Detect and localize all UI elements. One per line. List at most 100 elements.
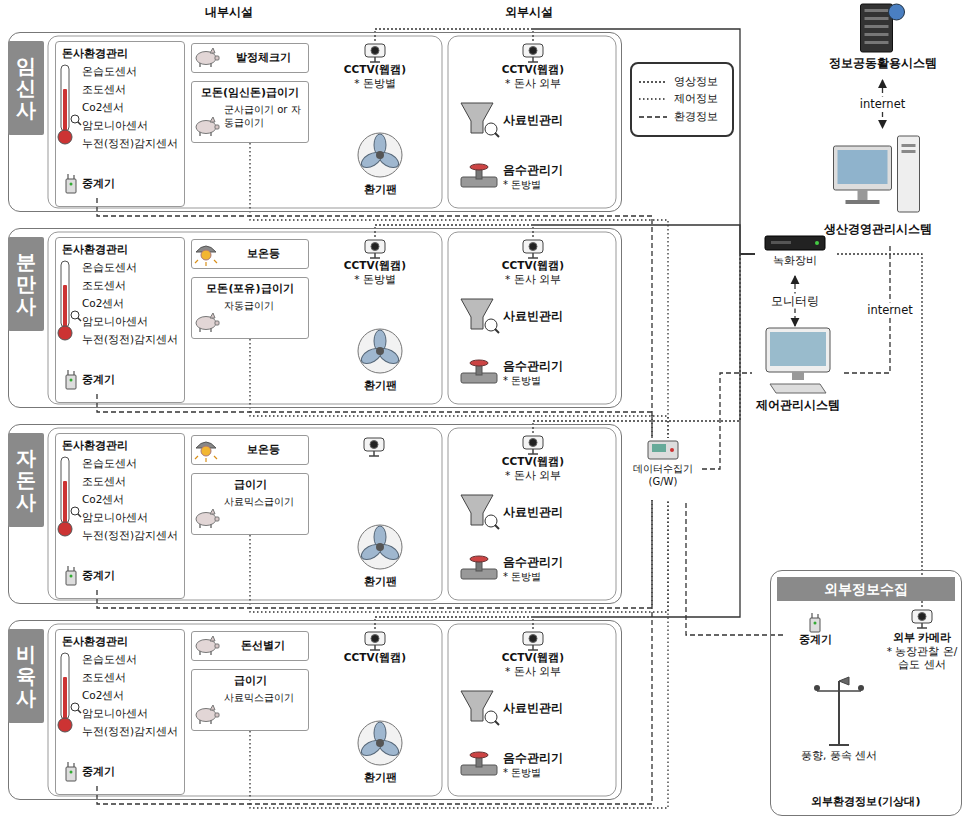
icon-part [210, 636, 215, 641]
node-text: * 돈방별 [354, 273, 396, 287]
node-text: 암모니아센서 [60, 116, 148, 134]
icon-part [839, 677, 849, 685]
node-text: * 돈방별 [503, 766, 541, 779]
icon-part [858, 190, 868, 200]
edge-label-slot: internet [858, 97, 907, 112]
connector [533, 254, 755, 433]
icon-part [648, 441, 678, 459]
legend-row: 영상정보 [638, 75, 726, 89]
device-box: CCTV(웹캠)* 돈사 외부 [457, 41, 609, 91]
legend-text: 영상정보 [674, 75, 718, 89]
device-box: 사료빈관리 [457, 685, 609, 731]
icon-part [70, 575, 73, 578]
icon-part [528, 449, 538, 454]
device-box: 생산경영관리시스템 [795, 128, 960, 246]
icon-part [210, 509, 215, 514]
icon-part [834, 146, 892, 190]
device-box: 돈사환경관리온습도센서조도센서Co2센서암모니아센서누전(정전)감지센서중계기 [55, 433, 185, 599]
node-text: 자동급이기 [196, 299, 274, 312]
edge-label: internet [865, 302, 914, 317]
icon-part [812, 613, 818, 618]
section-tab: 임신사 [8, 41, 44, 135]
device-box: 녹화장비 [755, 232, 835, 276]
legend-row: 환경정보 [638, 110, 726, 124]
icon-part [369, 451, 379, 456]
group-panel: 외부정보수집외부환경정보(기상대)중계기외부 카메라* 농장관찰 온/습도 센서… [770, 570, 962, 816]
device-box: 모돈(포유)급이기자동급이기 [191, 277, 309, 339]
icon-part [210, 313, 215, 318]
icon-part [71, 507, 79, 515]
section-heading: 내부시설 [205, 5, 253, 21]
node-text: 제어관리시스템 [756, 398, 840, 414]
node-text: CCTV(웹캠) [344, 63, 406, 77]
node-text: 조도센서 [60, 668, 126, 686]
node-text: CCTV(웹캠) [502, 455, 564, 469]
icon-part [71, 703, 79, 711]
node-text: 온습도센서 [60, 650, 137, 668]
icon-part [376, 543, 384, 551]
node-text: 사료믹스급이기 [196, 495, 294, 508]
device-box: 중계기 [783, 611, 847, 659]
node-text: 모돈(임신돈)급이기 [201, 86, 299, 100]
legend-row: 제어정보 [638, 92, 726, 106]
node-text: 사료빈관리 [503, 505, 563, 520]
connector [250, 143, 668, 438]
node-text: 음수관리기 [503, 359, 563, 374]
icon-part [195, 260, 217, 266]
device-box: 사료빈관리 [457, 97, 609, 143]
icon-part [448, 428, 616, 600]
device-box: CCTV(웹캠)* 돈방별 [315, 237, 435, 289]
node-text: 외부환경정보(기상대) [777, 795, 955, 809]
node-text: CCTV(웹캠) [344, 651, 406, 665]
node-text: * 돈방별 [503, 374, 541, 387]
icon-part [861, 4, 893, 52]
icon-part [865, 17, 889, 20]
icon-part [78, 514, 81, 517]
icon-part [66, 571, 76, 585]
node-text: Co2센서 [60, 686, 124, 704]
section-tab: 비육사 [8, 629, 44, 723]
icon-part [195, 456, 217, 462]
icon-part [48, 624, 442, 796]
icon-part [523, 240, 543, 253]
node-text: 중계기 [82, 177, 115, 191]
icon-part [770, 384, 826, 393]
connector [97, 500, 652, 608]
node-text: * 돈방별 [354, 77, 396, 91]
edge-label: 모니터링 [769, 294, 821, 309]
node-text: 데이터수집기(G/W) [626, 462, 700, 488]
icon-part [58, 130, 72, 144]
icon-part [71, 311, 79, 319]
node-text: CCTV(웹캠) [344, 259, 406, 273]
device-box: 발정체크기 [191, 43, 309, 73]
legend-sample [638, 113, 668, 121]
node-text: 환기팬 [364, 183, 397, 197]
icon-part [200, 132, 211, 136]
node-text: 사료빈관리 [503, 701, 563, 716]
node-text: 음수관리기 [503, 555, 563, 570]
node-text: 돈사환경관리 [60, 46, 128, 62]
device-box: 사료빈관리 [457, 489, 609, 535]
device-box: CCTV(웹캠)* 돈방별 [315, 41, 435, 93]
icon-part [365, 240, 385, 253]
icon-part [865, 33, 889, 36]
device-box: 보온등 [191, 435, 309, 465]
icon-part [370, 57, 380, 62]
node-text: 음수관리기 [503, 163, 563, 178]
node-text: 외부정보수집 [777, 577, 955, 601]
device-box: 급이기사료믹스급이기 [191, 669, 309, 731]
icon-part [364, 438, 384, 451]
icon-part [200, 524, 211, 528]
icon-part [78, 318, 81, 321]
node-text: 돈사환경관리 [60, 634, 128, 650]
icon-part [792, 372, 804, 380]
icon-part [912, 610, 932, 623]
icon-part [902, 144, 916, 147]
icon-part [448, 36, 616, 208]
node-text: 조도센서 [60, 80, 126, 98]
icon-part [68, 566, 74, 571]
icon-part [359, 345, 384, 366]
label-slot: 내부시설 [205, 5, 253, 21]
node-text: 환기팬 [364, 771, 397, 785]
icon-part [370, 645, 380, 650]
